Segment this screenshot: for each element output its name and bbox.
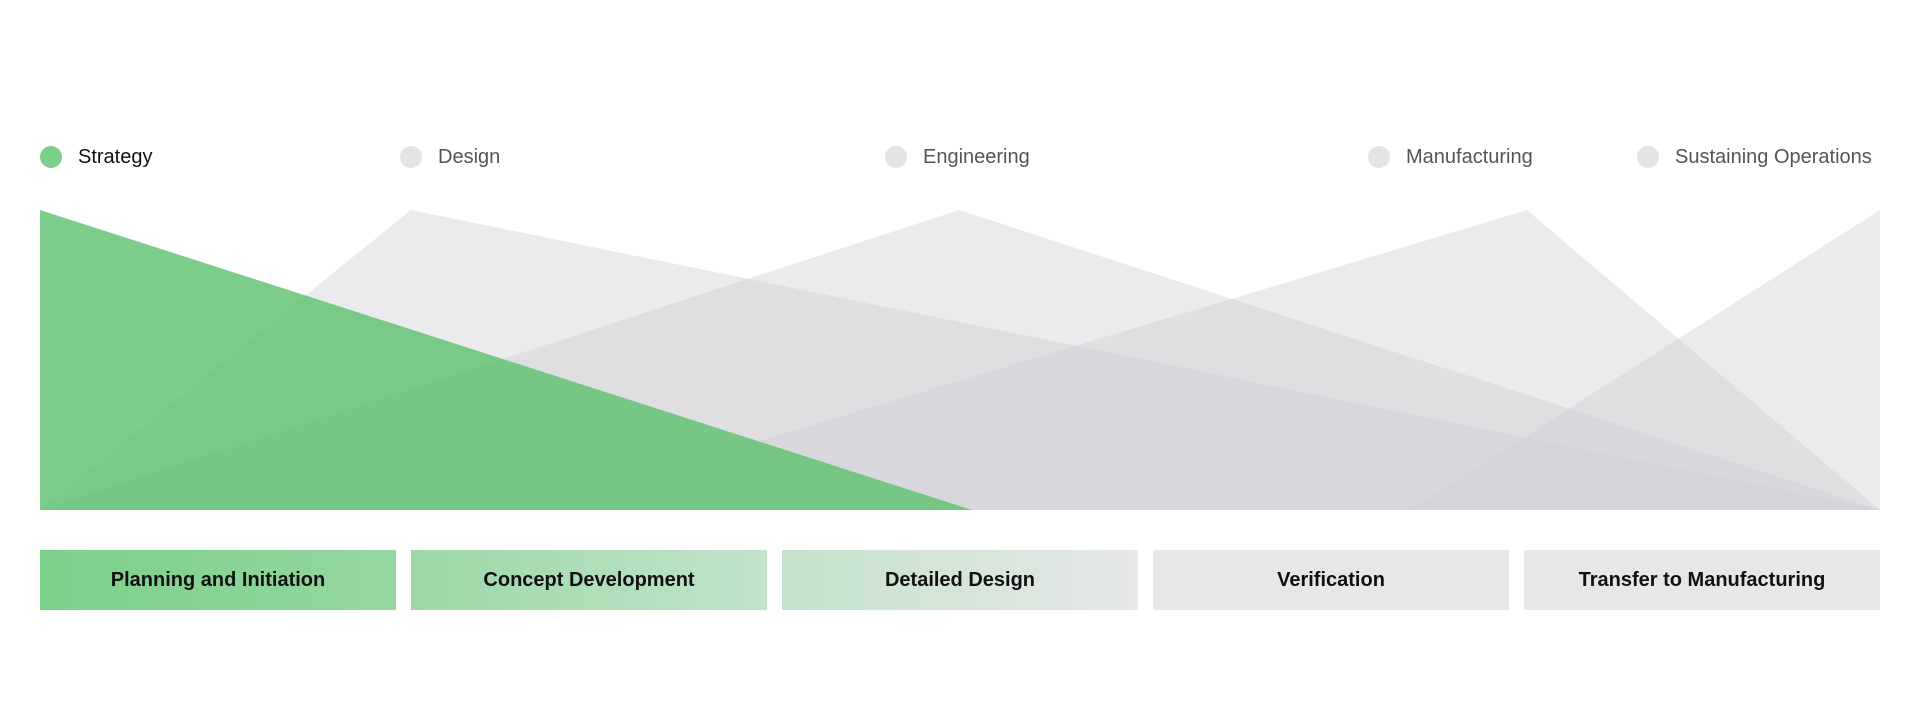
legend-dot-icon — [1368, 146, 1390, 168]
legend-item-engineering[interactable]: Engineering — [885, 145, 1030, 169]
phase-label: Verification — [1277, 568, 1385, 591]
phase-label: Transfer to Manufacturing — [1578, 568, 1826, 591]
phase-label: Planning and Initiation — [110, 568, 326, 591]
legend-item-sustaining-operations[interactable]: Sustaining Operations — [1637, 145, 1872, 169]
legend-label: Design — [438, 145, 501, 168]
legend-dot-icon — [40, 146, 62, 168]
phase-label: Detailed Design — [884, 568, 1036, 591]
phase-concept-development[interactable]: Concept Development — [411, 550, 767, 610]
legend-item-strategy[interactable]: Strategy — [40, 145, 152, 169]
legend-dot-icon — [1637, 146, 1659, 168]
legend-label: Strategy — [78, 145, 153, 168]
phase-planning-and-initiation[interactable]: Planning and Initiation — [40, 550, 396, 610]
phase-verification[interactable]: Verification — [1153, 550, 1509, 610]
phase-detailed-design[interactable]: Detailed Design — [782, 550, 1138, 610]
legend-item-manufacturing[interactable]: Manufacturing — [1368, 145, 1533, 169]
legend-dot-icon — [400, 146, 422, 168]
triangle-strategy — [40, 210, 972, 510]
legend-label: Sustaining Operations — [1675, 145, 1872, 168]
legend-item-design[interactable]: Design — [400, 145, 500, 169]
triangle-sustaining-operations — [1410, 210, 1880, 510]
triangle-manufacturing — [530, 210, 1880, 510]
legend-label: Manufacturing — [1406, 145, 1533, 168]
phase-transfer-to-manufacturing[interactable]: Transfer to Manufacturing — [1524, 550, 1880, 610]
phase-label: Concept Development — [483, 568, 695, 591]
legend-label: Engineering — [923, 145, 1030, 168]
legend-dot-icon — [885, 146, 907, 168]
